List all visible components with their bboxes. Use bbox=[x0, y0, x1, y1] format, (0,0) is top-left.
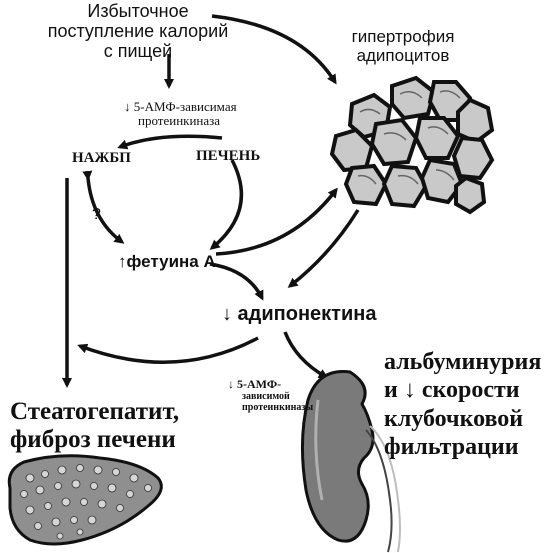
ampk-top-label: ↓ 5-АМФ-зависимая протеинкиназа bbox=[124, 99, 237, 129]
arrow-ampk-to-nafld bbox=[117, 134, 223, 150]
ampk-bottom-line-3: протеинкиназы bbox=[242, 402, 314, 414]
steatohepatitis-label: Стеатогепатит, фиброз печени bbox=[10, 398, 179, 454]
albuminuria-line-2: и ↓ скорости bbox=[384, 377, 520, 404]
arrow-nafld-fetuin-bidir bbox=[82, 170, 125, 244]
steatohepatitis-line-1: Стеатогепатит, bbox=[10, 398, 180, 425]
ampk-bottom-label: ↓ 5-АМФ- зависимой протеинкиназы bbox=[228, 377, 314, 414]
fetuin-label: ↑фетуина А bbox=[118, 252, 216, 271]
liver-label: ПЕЧЕНЬ bbox=[196, 148, 261, 164]
adiponectin-label: ↓ адипонектина bbox=[222, 303, 377, 325]
albuminuria-line-3: клубочковой bbox=[384, 405, 524, 432]
albuminuria-line-4: фильтрации bbox=[384, 433, 519, 460]
kidney-image bbox=[300, 370, 401, 553]
steatohepatitis-line-2: фиброз печени bbox=[10, 426, 176, 453]
ampk-top-line-2: протеинкиназа bbox=[138, 113, 221, 129]
ampk-top-line-1: ↓ 5-АМФ-зависимая bbox=[124, 99, 237, 114]
albuminuria-line-1: альбуминурия bbox=[384, 349, 542, 375]
arrow-fetuin-to-adiponectin bbox=[209, 262, 264, 301]
nafld-label: НАЖБП bbox=[72, 150, 131, 166]
ampk-bottom-line-1: ↓ 5-АМФ- bbox=[228, 377, 282, 391]
hypertrophy-line-2: адипоцитов bbox=[356, 45, 450, 65]
hypertrophy-line-1: гипертрофия bbox=[351, 27, 455, 46]
albuminuria-label: альбуминурия и ↓ скорости клубочковой фи… bbox=[384, 348, 541, 461]
liver-image bbox=[7, 454, 163, 546]
ampk-bottom-line-2: зависимой bbox=[242, 391, 290, 403]
excess-intake-line-2: поступление калорий bbox=[47, 20, 229, 41]
excess-intake-line-3: с пищей bbox=[103, 40, 173, 61]
arrow-adiponectin-to-left bbox=[77, 336, 259, 364]
arrow-adiponectin-to-kidney bbox=[283, 331, 329, 379]
adipocyte-cluster bbox=[329, 75, 495, 215]
excess-intake-label: Избыточное поступление калорий с пищей bbox=[38, 1, 238, 61]
arrow-liver-to-fetuin bbox=[209, 159, 244, 250]
arrow-adipocytes-to-adiponectin bbox=[287, 209, 360, 288]
arrows bbox=[62, 14, 360, 388]
arrow-fetuin-to-adipocytes bbox=[215, 187, 338, 256]
hypertrophy-label: гипертрофия адипоцитов bbox=[342, 27, 464, 65]
arrow-intake-to-adipocytes bbox=[211, 14, 337, 85]
excess-intake-line-1: Избыточное bbox=[87, 1, 189, 21]
question-mark: ? bbox=[92, 206, 101, 223]
